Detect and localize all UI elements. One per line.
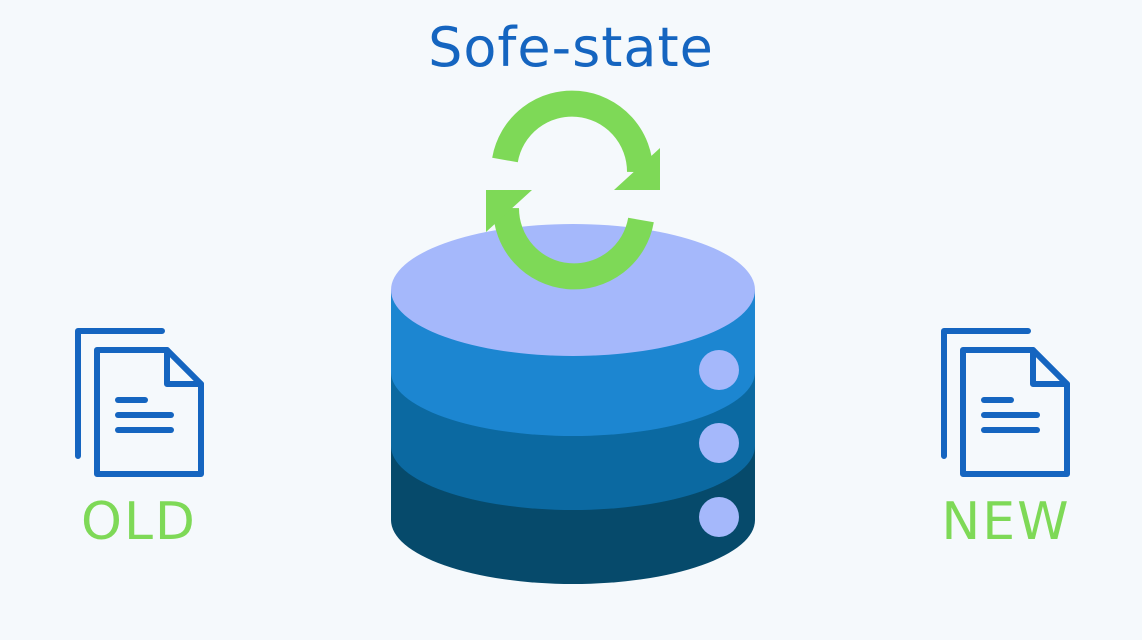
- refresh-arrowhead-left: [486, 190, 532, 232]
- db-indicator-2: [699, 423, 739, 463]
- db-indicator-1: [699, 350, 739, 390]
- diagram-title: Sofe-state: [428, 16, 714, 79]
- db-indicator-3: [699, 497, 739, 537]
- refresh-arrowhead-right: [614, 148, 660, 190]
- new-label: NEW: [941, 492, 1071, 552]
- documents-icon-new: [941, 328, 1070, 477]
- db-top-cap: [391, 224, 755, 356]
- refresh-cycle-icon: [492, 90, 654, 290]
- documents-icon-old: [75, 328, 204, 477]
- old-label: OLD: [81, 492, 197, 552]
